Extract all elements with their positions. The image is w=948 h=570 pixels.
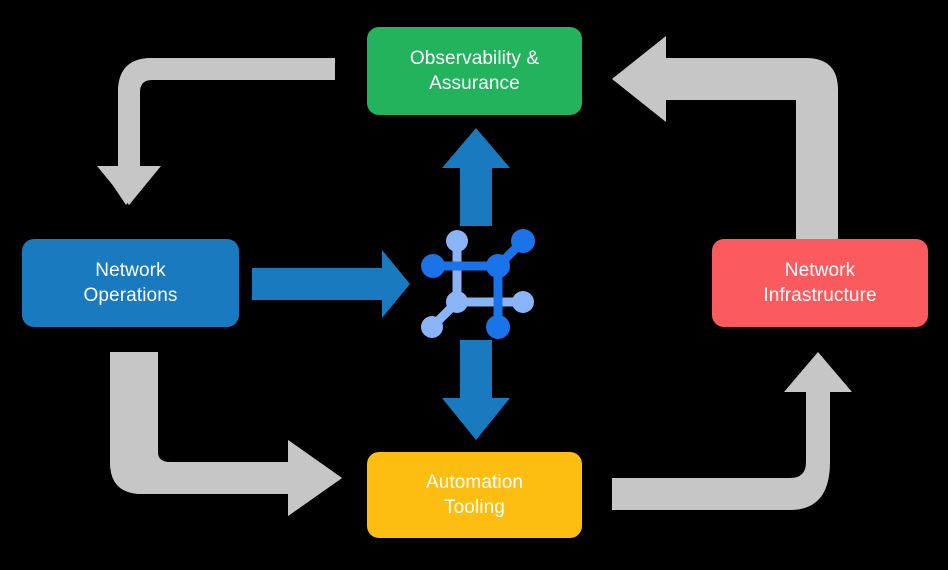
node-observability-label: Observability & Assurance	[409, 47, 540, 94]
node-network-operations[interactable]: Network Operations	[22, 239, 239, 327]
arrow-infrastructure-to-observability-body	[612, 36, 838, 248]
node-infrastructure-label: Network Infrastructure	[763, 259, 877, 306]
arrow-observability-to-operations-body	[97, 58, 335, 205]
node-mid-right	[512, 291, 534, 313]
arrow-center-to-observability	[442, 128, 510, 226]
arrow-center-to-automation	[442, 340, 510, 440]
node-automation-tooling[interactable]: Automation Tooling	[367, 452, 582, 538]
arrow-operations-to-center	[252, 250, 410, 318]
arrow-operations-to-automation-body	[110, 352, 342, 516]
node-top-left	[446, 230, 468, 252]
node-operations-label: Network Operations	[83, 259, 178, 306]
node-bottom-right	[486, 315, 510, 339]
node-bottom-left	[421, 316, 443, 338]
node-automation-label: Automation Tooling	[425, 471, 524, 518]
arrow-automation-to-infrastructure	[612, 352, 852, 510]
node-left	[421, 254, 445, 278]
node-observability-assurance[interactable]: Observability & Assurance	[367, 27, 582, 115]
node-top-right	[511, 229, 535, 253]
node-hub	[486, 254, 510, 278]
node-center-low	[446, 291, 468, 313]
node-network-infrastructure[interactable]: Network Infrastructure	[712, 239, 928, 327]
